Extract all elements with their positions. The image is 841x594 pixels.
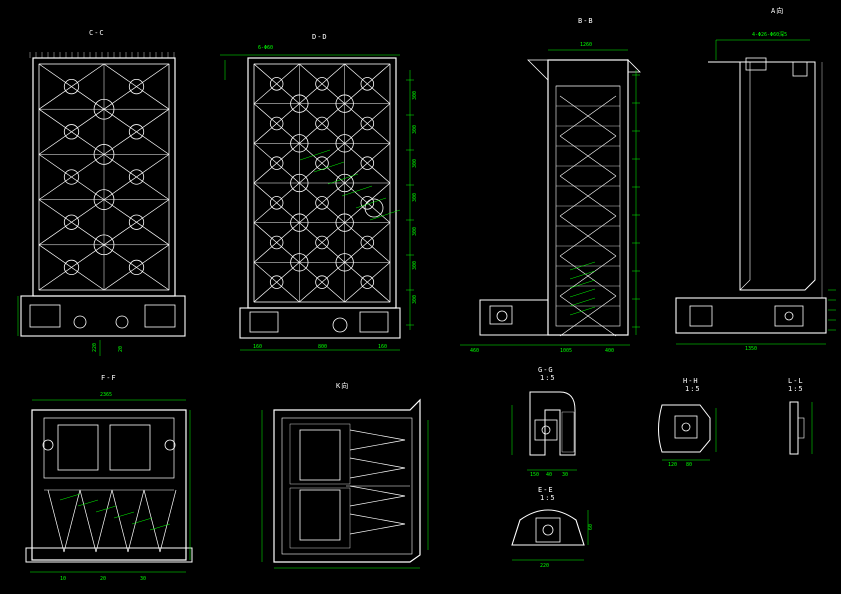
dim-dd-right: 300	[412, 227, 418, 236]
dim-bb-b3: 400	[605, 348, 614, 354]
detail-ll	[789, 401, 805, 455]
scale-hh: 1:5	[685, 385, 701, 393]
view-side-elevation	[675, 57, 827, 334]
dim-ff-bottom: 20	[100, 576, 106, 582]
title-cc: C-C	[89, 29, 105, 37]
dim-dd-right: 300	[412, 159, 418, 168]
detail-gg	[529, 391, 576, 456]
title-hh: H-H	[683, 377, 699, 385]
dim-dd-right: 300	[412, 91, 418, 100]
scale-gg: 1:5	[540, 374, 556, 382]
title-ll: L-L	[788, 377, 804, 385]
detail-hh	[658, 404, 711, 453]
dim-dd-b2: 800	[318, 344, 327, 350]
title-dd: D-D	[312, 33, 328, 41]
scale-ll: 1:5	[788, 385, 804, 393]
scale-ee: 1:5	[540, 494, 556, 502]
dim-hh: 120	[668, 462, 677, 468]
dim-bb-b1: 460	[470, 348, 479, 354]
dim-dd-b3: 160	[378, 344, 387, 350]
view-dd-frame-elevation	[239, 57, 401, 339]
dim-ee-1: 220	[540, 563, 549, 569]
title-k: K向	[336, 382, 350, 390]
dim-gg: 30	[562, 472, 568, 478]
title-gg: G-G	[538, 366, 554, 374]
dim-tr-top: 4-Φ26-Φ60深5	[752, 31, 787, 38]
dim-ff-top: 2365	[100, 392, 112, 398]
dim-cc-2: 220	[92, 343, 98, 352]
dim-dd-right: 300	[412, 295, 418, 304]
dim-ee-2: 60	[588, 524, 594, 530]
dim-dd-right: 300	[412, 193, 418, 202]
dim-bb-top: 1260	[580, 42, 592, 48]
view-cc-frame-elevation	[20, 52, 186, 337]
dim-bb-b2: 1005	[560, 348, 572, 354]
title-side: A向	[771, 7, 785, 15]
view-bb-section	[479, 59, 641, 337]
detail-ee	[511, 509, 585, 546]
dim-dd-top: 6-Φ60	[258, 45, 273, 51]
dim-hh: 80	[686, 462, 692, 468]
dim-gg: 40	[546, 472, 552, 478]
dim-dd-right: 300	[412, 261, 418, 270]
title-ff: F-F	[101, 374, 117, 382]
title-ee: E-E	[538, 486, 554, 494]
dimension-annotations: 20 220 300 300 300 300 300 300 300 160 800 160 6-Φ60…	[17, 31, 836, 582]
dim-gg: 150	[530, 472, 539, 478]
view-ff-section	[25, 409, 193, 563]
view-k-plan	[273, 398, 421, 563]
title-bb: B-B	[578, 17, 594, 25]
dim-ff-bottom: 10	[60, 576, 66, 582]
dim-dd-right: 300	[412, 125, 418, 134]
dim-dd-b1: 160	[253, 344, 262, 350]
dim-cc-1: 20	[118, 346, 124, 352]
dim-ff-bottom: 30	[140, 576, 146, 582]
dim-tr-bottom: 1350	[745, 346, 757, 352]
